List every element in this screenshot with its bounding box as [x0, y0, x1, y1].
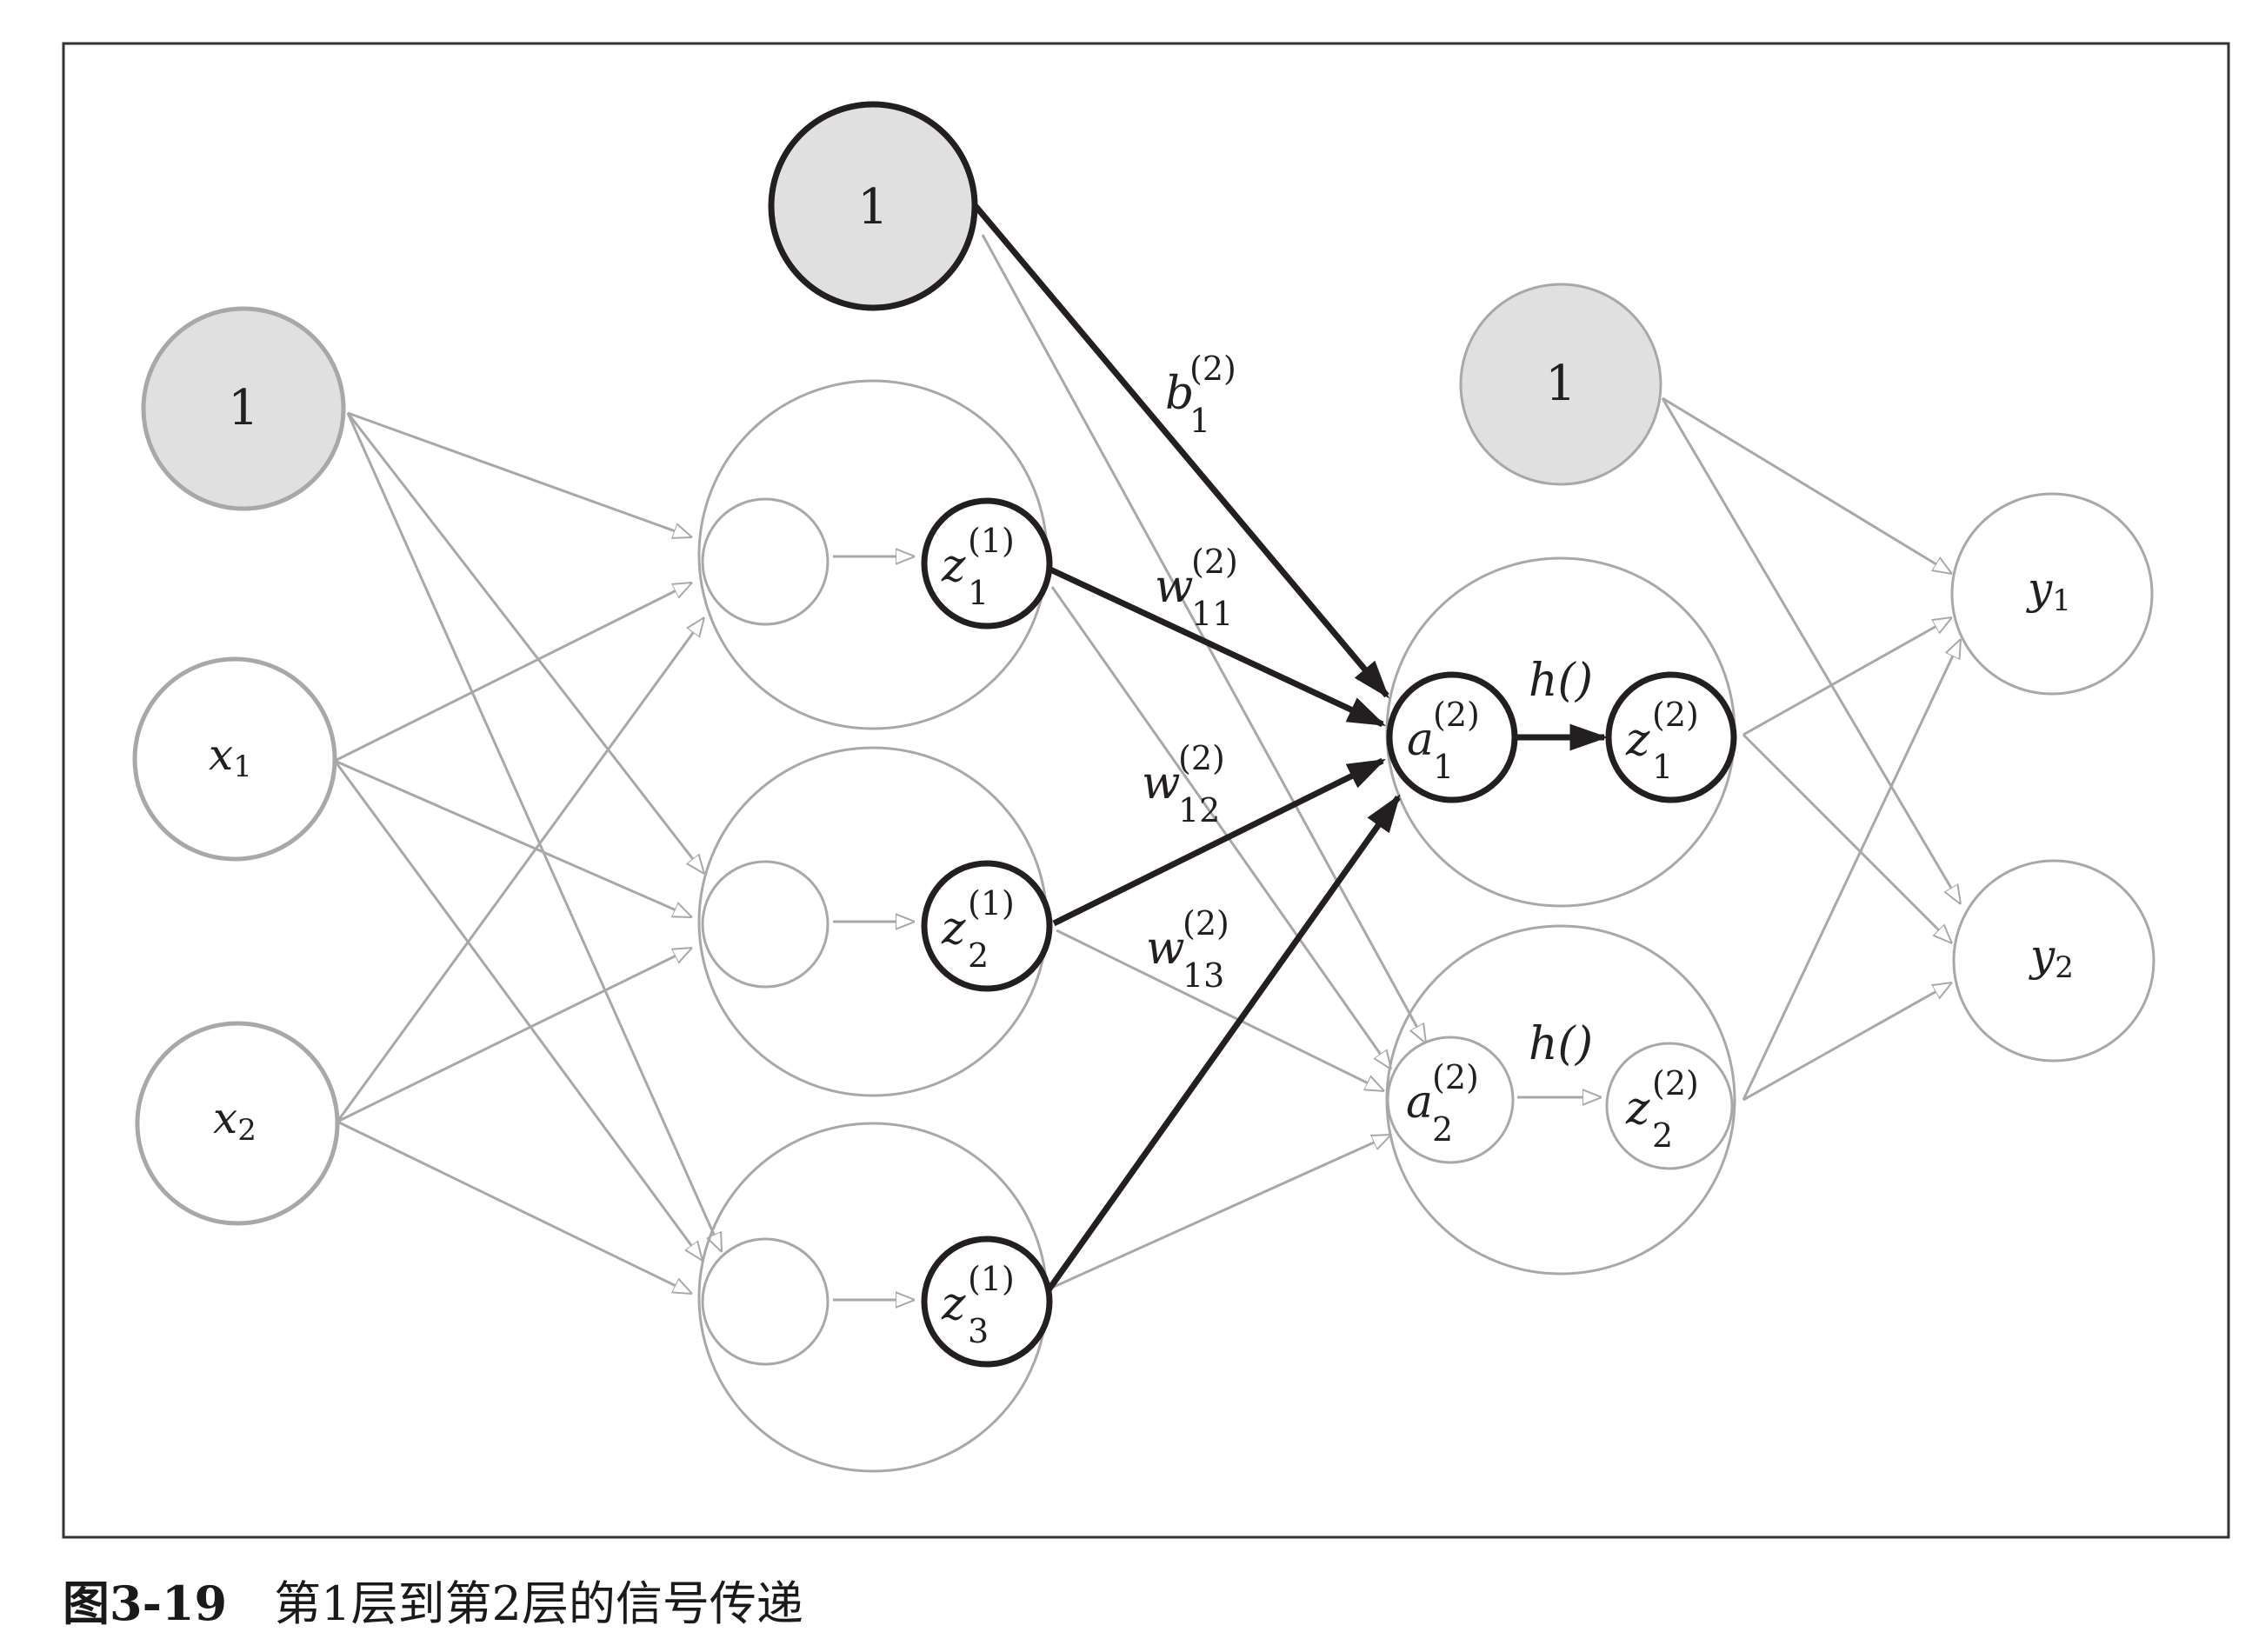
edge-x2-h1b	[336, 946, 692, 1123]
input-bias-node	[141, 306, 346, 511]
z12-node	[921, 860, 1053, 992]
caption-label: 图3-19	[63, 1575, 228, 1631]
hidden1-unit3-inner	[701, 1237, 830, 1366]
edge-x1-h1a	[334, 581, 692, 763]
input-bias-label: 1	[228, 380, 259, 436]
hidden1-bias-node	[768, 101, 978, 311]
a22-node	[1386, 1036, 1515, 1164]
a21-node	[1386, 671, 1518, 803]
x2-node	[135, 1021, 340, 1226]
faint-connections	[333, 234, 1962, 1300]
z12-label: z2(1)	[941, 884, 1015, 975]
edge-w11-a21	[1049, 566, 1386, 728]
edge-bias2-y1	[1662, 396, 1952, 574]
edge-z12-a22	[1056, 929, 1384, 1093]
y1-node	[1950, 492, 2154, 696]
hidden-layer-2	[1385, 283, 1736, 1276]
edge-z21-y2	[1742, 733, 1952, 943]
y2-label: y2	[2029, 930, 2074, 985]
hidden-layer-1	[697, 101, 1049, 1473]
edge-z13-a22	[1053, 1133, 1391, 1289]
figure-frame	[62, 42, 2230, 1539]
edge-bias0-h1a	[347, 411, 692, 537]
input-layer	[132, 306, 346, 1226]
x1-label: x1	[209, 729, 252, 784]
x1-node	[132, 656, 337, 862]
edge-z22-y2	[1742, 981, 1952, 1102]
hidden2-bias-label: 1	[1545, 356, 1576, 412]
z21-node	[1605, 671, 1737, 803]
edge-x1-h1c	[333, 760, 703, 1261]
y2-node	[1952, 859, 2155, 1062]
z21-label: z1(2)	[1625, 696, 1699, 786]
highlighted-nodes	[921, 497, 1737, 1368]
edge-x1-h1b	[334, 759, 692, 919]
edge-w13-a21	[1045, 794, 1401, 1294]
edge-z21-y1	[1742, 616, 1952, 736]
edge-x2-h1c	[336, 1120, 692, 1296]
h-label-1: h()	[1529, 655, 1593, 707]
z13-label: z3(1)	[941, 1260, 1015, 1350]
z11-node	[921, 497, 1053, 629]
edge-z22-y1	[1742, 639, 1962, 1101]
hidden1-unit1-inner	[701, 497, 830, 626]
edge-x2-h1a	[336, 617, 704, 1122]
edge-bias2-y2	[1661, 397, 1961, 904]
z13-node	[921, 1236, 1053, 1368]
x2-label: x2	[213, 1093, 257, 1148]
hidden2-bias-node	[1459, 283, 1662, 486]
h-label-2: h()	[1529, 1018, 1593, 1070]
z22-label: z2(2)	[1625, 1064, 1699, 1155]
hidden1-bias-label: 1	[857, 179, 889, 236]
figure-caption: 图3-19 第1层到第2层的信号传递	[63, 1565, 803, 1634]
edge-b1-a21	[973, 203, 1389, 699]
output-layer	[1950, 492, 2155, 1062]
y1-label: y1	[2026, 563, 2071, 618]
edge-bias0-h1c	[346, 412, 723, 1252]
z22-node	[1605, 1042, 1734, 1170]
edge-w12-a21	[1052, 757, 1386, 927]
hidden1-unit2-inner	[701, 860, 830, 989]
highlighted-connections	[973, 203, 1609, 1294]
edge-z11-a22	[1050, 586, 1391, 1069]
edge-bias0-h1b	[346, 412, 704, 874]
caption-text: 第1层到第2层的信号传递	[274, 1576, 803, 1631]
z11-label: z1(1)	[941, 522, 1015, 612]
